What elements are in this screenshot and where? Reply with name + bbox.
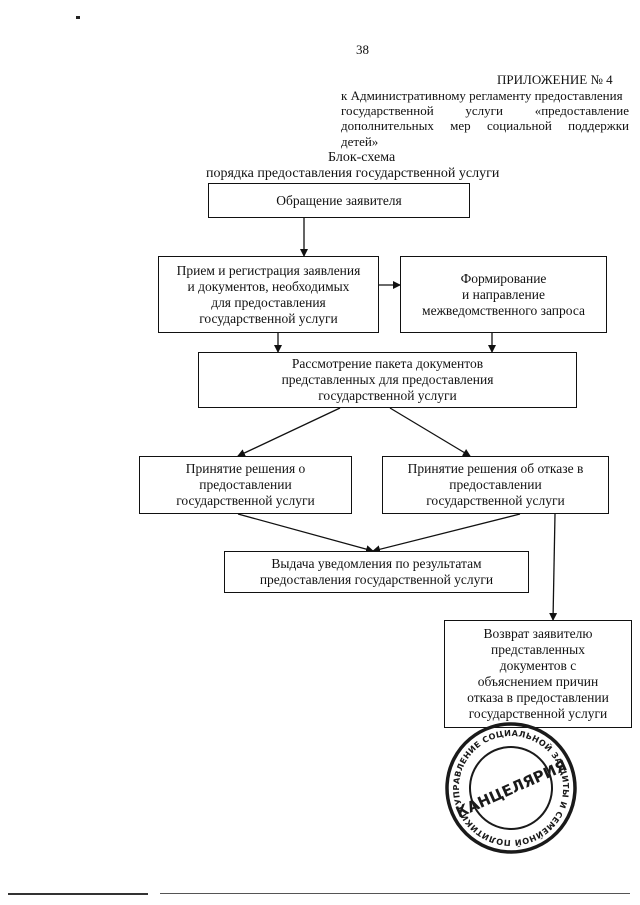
arrow-review-to-approve xyxy=(237,407,341,457)
box-return-line: Возврат заявителю xyxy=(483,626,593,641)
box-refuse-line: Принятие решения об отказе в xyxy=(407,461,584,476)
diagram-subtitle: порядка предоставления государственной у… xyxy=(206,166,500,181)
box-review-line: представленных для предоставления xyxy=(281,372,494,387)
appendix-line-4: детей» xyxy=(341,134,379,149)
box-return-line: документов с xyxy=(499,658,577,673)
box-notify: Выдача уведомления по результатам предос… xyxy=(224,551,529,593)
box-reception-line: Прием и регистрация заявления xyxy=(176,262,361,278)
diagram-title: Блок-схема xyxy=(328,150,396,165)
box-return-line: объяснением причин xyxy=(477,674,599,689)
box-return-line: отказа в предоставлении xyxy=(467,690,609,705)
arrow-review-to-refuse xyxy=(389,407,471,457)
box-refuse-line: государственной услуги xyxy=(426,493,565,508)
box-approve-line: Принятие решения о xyxy=(185,461,306,476)
box-request-line: межведомственного запроса xyxy=(422,302,585,318)
box-return-line: представленных xyxy=(491,642,585,657)
stamp-inner-ring xyxy=(469,746,553,830)
appendix-title: ПРИЛОЖЕНИЕ № 4 xyxy=(497,72,613,87)
box-application-text: Обращение заявителя xyxy=(276,192,402,208)
box-application: Обращение заявителя xyxy=(208,183,470,218)
box-review: Рассмотрение пакета документов представл… xyxy=(198,352,577,408)
box-approve: Принятие решения о предоставлении госуда… xyxy=(139,456,352,514)
box-reception: Прием и регистрация заявления и документ… xyxy=(158,256,379,333)
scan-rule xyxy=(8,893,148,895)
box-refuse: Принятие решения об отказе в предоставле… xyxy=(382,456,609,514)
box-review-line: государственной услуги xyxy=(318,388,457,403)
scan-rule xyxy=(160,893,630,894)
scan-speck xyxy=(76,16,80,19)
box-return: Возврат заявителю представленных докумен… xyxy=(444,620,632,728)
box-notify-line: Выдача уведомления по результатам xyxy=(271,556,482,571)
box-return-line: государственной услуги xyxy=(468,706,608,721)
box-reception-line: государственной услуги xyxy=(199,310,338,326)
box-reception-line: для предоставления xyxy=(211,294,326,310)
page-number: 38 xyxy=(356,42,369,57)
box-reception-line: и документов, необходимых xyxy=(187,278,350,294)
appendix-line-1: к Административному регламенту предостав… xyxy=(341,88,623,103)
office-stamp: УПРАВЛЕНИЕ СОЦИАЛЬНОЙ ЗАЩИТЫ И СЕМЕЙНОЙ … xyxy=(443,720,579,856)
box-approve-line: предоставлении xyxy=(199,477,292,492)
appendix-line-3: дополнительных мер социальной поддержки xyxy=(341,118,629,133)
appendix-line-2: государственной услуги «предоставление xyxy=(341,103,629,118)
arrow-approve-to-notify xyxy=(237,513,374,554)
box-review-line: Рассмотрение пакета документов xyxy=(291,356,484,371)
arrow-refuse-to-return xyxy=(549,513,558,621)
box-refuse-line: предоставлении xyxy=(449,477,542,492)
stamp-outer-ring xyxy=(445,722,577,854)
box-approve-line: государственной услуги xyxy=(176,493,315,508)
box-request-line: и направление xyxy=(462,286,545,302)
box-notify-line: предоставления государственной услуги xyxy=(259,572,494,587)
box-request: Формирование и направление межведомствен… xyxy=(400,256,607,333)
arrow-refuse-to-notify xyxy=(372,513,521,554)
box-request-line: Формирование xyxy=(460,270,547,286)
